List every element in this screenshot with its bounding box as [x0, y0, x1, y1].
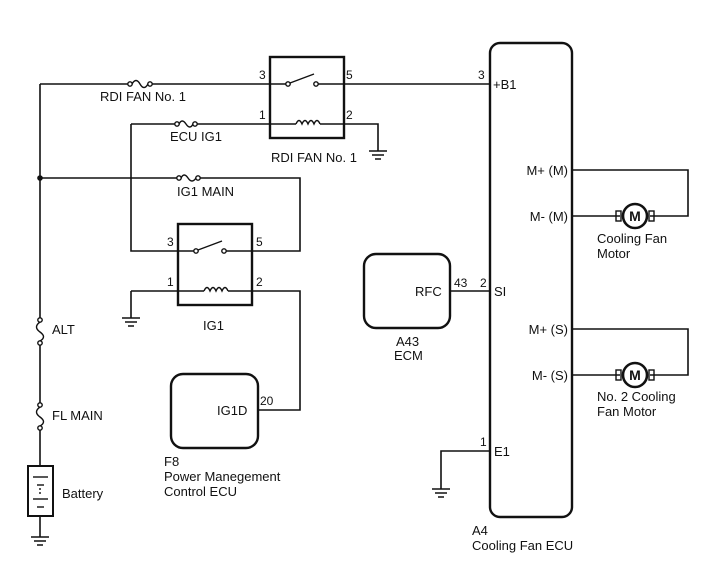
ground-icon: [31, 536, 49, 546]
pin-number: 5: [346, 68, 353, 82]
ig1-relay: [170, 222, 270, 307]
pin-label-ig1d: IG1D: [217, 403, 247, 418]
pin-label-mplus-m: M+ (M): [526, 163, 568, 178]
pin-number: 2: [256, 275, 263, 289]
pin-number: 1: [259, 108, 266, 122]
ig1-main-fuse-label: IG1 MAIN: [177, 184, 234, 199]
pin-number: 1: [167, 275, 174, 289]
ig1-relay-label: IG1: [203, 318, 224, 333]
pin-label-rfc: RFC: [415, 284, 442, 299]
fuse-icon: [35, 402, 45, 431]
power-management-ecu-box: [169, 372, 260, 450]
motor2-label-2: Fan Motor: [597, 404, 657, 419]
ecu-ig1-fuse-label: ECU IG1: [170, 129, 222, 144]
fuse-icon: [35, 317, 45, 346]
pin-label-mminus-s: M- (S): [532, 368, 568, 383]
ecm-box: [362, 252, 452, 330]
pin-label-mminus-m: M- (M): [530, 209, 568, 224]
pm-ecu-name-1: Power Manegement: [164, 469, 281, 484]
fuse-icon: [174, 120, 198, 128]
alt-fuse-label: ALT: [52, 322, 75, 337]
wiring: [37, 83, 689, 537]
pin-number: 5: [256, 235, 263, 249]
pin-number: 3: [259, 68, 266, 82]
rdi-fan-relay: [262, 55, 352, 140]
pin-number: 43: [454, 276, 468, 290]
motor-symbol: M: [629, 367, 641, 383]
pm-ecu-code: F8: [164, 454, 179, 469]
pin-label-e1: E1: [494, 444, 510, 459]
pin-number: 3: [478, 68, 485, 82]
rdi-relay-label: RDI FAN No. 1: [271, 150, 357, 165]
pin-label-mplus-s: M+ (S): [529, 322, 568, 337]
motor2-label-1: No. 2 Cooling: [597, 389, 676, 404]
pin-number: 2: [346, 108, 353, 122]
ground-icon: [369, 150, 387, 160]
pm-ecu-name-2: Control ECU: [164, 484, 237, 499]
motor-symbol: M: [629, 208, 641, 224]
motor-icon: M: [615, 202, 655, 230]
rdi-fan-fuse-label: RDI FAN No. 1: [100, 89, 186, 104]
fan-ecu-code: A4: [472, 523, 488, 538]
motor-icon: M: [615, 361, 655, 389]
battery-icon: [27, 465, 54, 517]
ecm-code: A43: [396, 334, 419, 349]
motor1-label-2: Motor: [597, 246, 631, 261]
pin-number: 20: [260, 394, 274, 408]
pin-number: 2: [480, 276, 487, 290]
fuse-icon: [127, 79, 153, 89]
fuse-icon: [176, 174, 201, 182]
battery-label: Battery: [62, 486, 104, 501]
fan-ecu-name: Cooling Fan ECU: [472, 538, 573, 553]
ground-icon: [432, 488, 450, 498]
fl-main-fuse-label: FL MAIN: [52, 408, 103, 423]
motor1-label-1: Cooling Fan: [597, 231, 667, 246]
ground-icon: [122, 317, 140, 327]
pin-number: 1: [480, 435, 487, 449]
pin-label-b1: +B1: [493, 77, 517, 92]
cooling-fan-ecu-box: [488, 41, 574, 519]
pin-number: 3: [167, 235, 174, 249]
pin-label-si: SI: [494, 284, 506, 299]
ecm-name: ECM: [394, 348, 423, 363]
